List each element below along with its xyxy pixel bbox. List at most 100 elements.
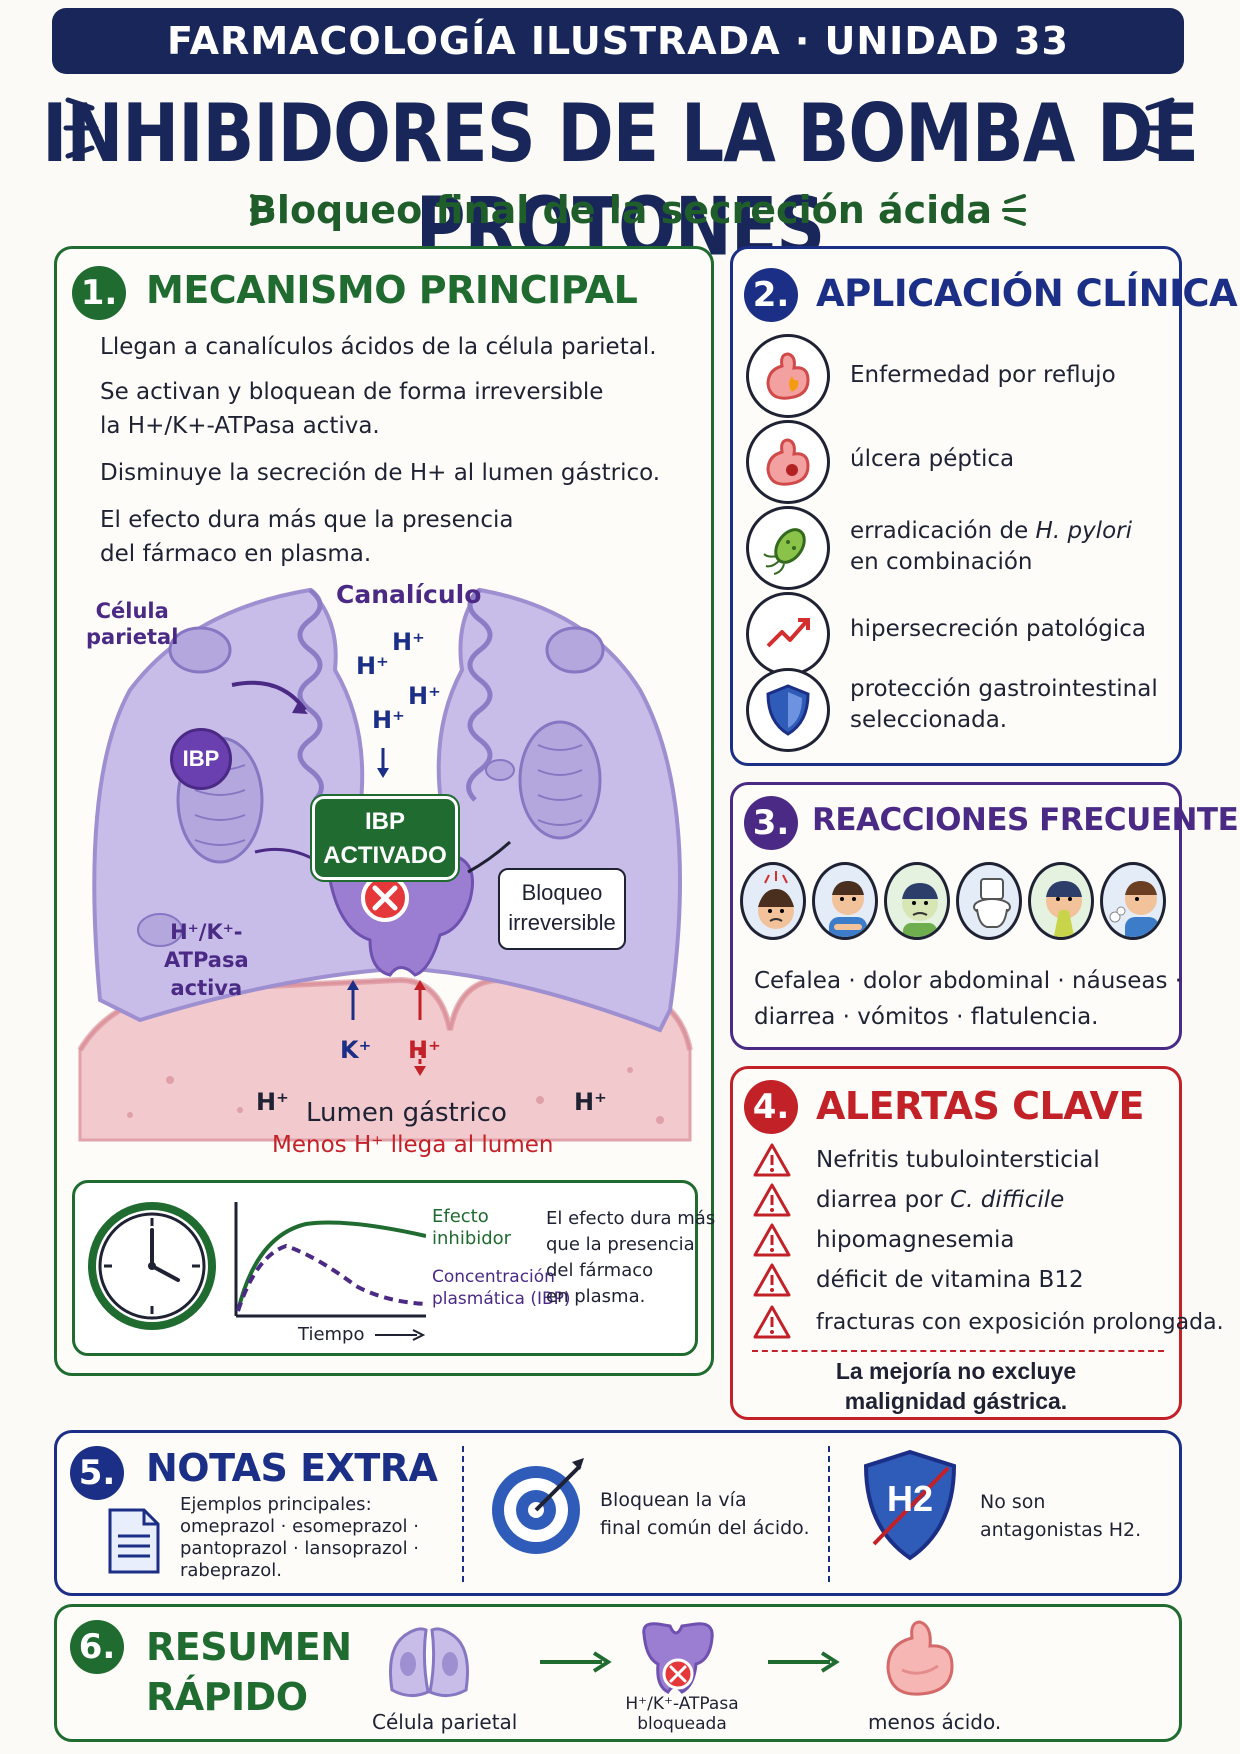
summary-step-2: H⁺/K⁺-ATPasa bloqueada — [612, 1694, 752, 1734]
ibp-activated-line-1: IBP — [364, 808, 405, 835]
mechanism-point-3: Disminuye la secreción de H+ al lumen gá… — [100, 460, 661, 486]
stomach-fire-icon — [746, 334, 830, 418]
target-text: Bloquean la vía final común del ácido. — [600, 1486, 810, 1542]
notes-divider-2 — [828, 1446, 830, 1582]
h-ion-canal-2: H⁺ — [356, 652, 389, 680]
notes-number: 5. — [70, 1446, 124, 1500]
duration-note-line-1: El efecto dura más — [546, 1208, 716, 1229]
clinical-item-4: hipersecreción patológica — [850, 616, 1147, 642]
clinical-item-3-line-2: en combinación — [850, 549, 1033, 575]
clock-icon — [88, 1202, 216, 1330]
reactions-title: REACCIONES FRECUENTES — [812, 802, 1240, 838]
shield-icon — [746, 668, 830, 752]
summary-title-line-2: RÁPIDO — [146, 1675, 308, 1719]
h2-text: No son antagonistas H2. — [980, 1488, 1141, 1544]
clinical-item-2: úlcera péptica — [850, 446, 1015, 472]
arrow-right-icon — [768, 1651, 840, 1673]
alert-text-2-italic: C. difficile — [950, 1187, 1065, 1213]
h-ion-canal-1: H⁺ — [392, 628, 425, 656]
summary-title-line-1: RESUMEN — [146, 1625, 352, 1669]
clinical-item-3: erradicación de H. pylori en combinación — [850, 516, 1132, 578]
alerts-note-line-2: malignidad gástrica. — [844, 1388, 1068, 1414]
notes-title: NOTAS EXTRA — [146, 1446, 438, 1490]
alert-row-5: fracturas con exposición prolongada. — [752, 1304, 1224, 1340]
alert-text-3: hipomagnesemia — [816, 1227, 1015, 1253]
arrow-right-icon — [374, 1328, 425, 1341]
ibp-activated-box: IBP ACTIVADO — [310, 794, 460, 882]
subtitle-right-dashes-icon — [1002, 194, 1026, 226]
mechanism-title: MECANISMO PRINCIPAL — [146, 268, 638, 312]
mechanism-number: 1. — [72, 266, 126, 320]
vomit-face-icon — [1028, 862, 1094, 940]
title-right-dashes-icon — [1141, 97, 1177, 159]
less-h-label: Menos H⁺ llega al lumen — [272, 1132, 554, 1158]
stomach-icon — [886, 1620, 954, 1696]
h2-line-1: No son — [980, 1491, 1046, 1513]
examples-line-2: omeprazol · esomeprazol · — [180, 1516, 419, 1537]
alert-row-4: déficit de vitamina B12 — [752, 1262, 1084, 1298]
pump-label: H⁺/K⁺- ATPasa activa — [164, 918, 249, 1002]
warning-icon — [753, 1183, 791, 1217]
clinical-item-5-line-2: seleccionada. — [850, 707, 1008, 733]
h-ion-lumen-left: H⁺ — [256, 1088, 289, 1116]
alerts-note-line-1: La mejoría no excluye — [835, 1358, 1077, 1384]
summary-step-2-line-1: H⁺/K⁺-ATPasa — [625, 1694, 739, 1714]
block-label-line-1: Bloqueo — [521, 880, 603, 905]
k-ion-label: K⁺ — [340, 1036, 372, 1064]
alert-text-4: déficit de vitamina B12 — [816, 1267, 1084, 1293]
effect-legend-line-1: Efecto — [432, 1206, 489, 1227]
duration-note-line-2: que la presencia — [546, 1234, 695, 1255]
target-line-1: Bloquean la vía — [600, 1489, 747, 1511]
pump-label-line-3: activa — [170, 976, 243, 1000]
alert-text-2-plain: diarrea por — [816, 1187, 951, 1213]
summary-step-3: menos ácido. — [868, 1710, 1002, 1734]
concentration-legend-line-2: plasmática (IBP) — [432, 1289, 571, 1309]
clinical-item-5: protección gastrointestinal seleccionada… — [850, 674, 1158, 736]
h2-line-2: antagonistas H2. — [980, 1519, 1142, 1541]
block-label-line-2: irreversible — [508, 910, 616, 935]
block-label-box: Bloqueo irreversible — [498, 868, 626, 950]
alert-text-1: Nefritis tubulointersticial — [816, 1147, 1100, 1173]
alerts-divider — [752, 1350, 1164, 1352]
h-ion-canal-3: H⁺ — [408, 682, 441, 710]
summary-step-1: Célula parietal — [372, 1710, 518, 1734]
duration-note: El efecto dura más que la presencia del … — [546, 1206, 715, 1310]
clinical-title: APLICACIÓN CLÍNICA — [816, 272, 1238, 315]
summary-title: RESUMEN RÁPIDO — [146, 1622, 352, 1722]
parietal-cell-mini-icon — [389, 1627, 469, 1697]
cell-label-line-1: Célula — [95, 599, 169, 623]
summary-step-2-line-2: bloqueada — [637, 1714, 727, 1734]
summary-number: 6. — [70, 1620, 124, 1674]
warning-icon — [753, 1263, 791, 1297]
alert-row-1: Nefritis tubulointersticial — [752, 1142, 1100, 1178]
nausea-face-icon — [884, 862, 950, 940]
toilet-icon — [956, 862, 1022, 940]
blocked-pump-icon — [642, 1622, 714, 1694]
unit-banner: FARMACOLOGÍA ILUSTRADA · UNIDAD 33 — [52, 8, 1184, 74]
mechanism-point-4b: del fármaco en plasma. — [100, 541, 372, 567]
reactions-line-2: diarrea · vómitos · flatulencia. — [754, 1004, 1099, 1030]
clinical-item-3-italic: H. pylori — [1035, 518, 1132, 544]
duration-note-line-3: del fármaco — [546, 1260, 654, 1281]
h-ion-out-label: H⁺ — [408, 1036, 441, 1064]
examples-line-1: Ejemplos principales: — [180, 1494, 372, 1515]
h-ion-canal-4: H⁺ — [372, 706, 405, 734]
examples-line-3: pantoprazol · lansoprazol · — [180, 1538, 420, 1559]
clinical-item-3-text: erradicación de — [850, 518, 1029, 544]
target-line-2: final común del ácido. — [600, 1517, 810, 1539]
notes-panel — [54, 1430, 1182, 1596]
duration-note-line-4: en plasma. — [546, 1286, 646, 1307]
document-icon — [108, 1508, 160, 1574]
effect-legend-line-2: inhibidor — [432, 1228, 512, 1249]
alerts-number: 4. — [744, 1080, 798, 1134]
cell-label: Célula parietal — [86, 598, 178, 650]
lumen-label: Lumen gástrico — [306, 1098, 507, 1128]
pump-label-line-1: H⁺/K⁺- — [170, 920, 243, 944]
warning-icon — [753, 1143, 791, 1177]
concentration-legend: Concentración plasmática (IBP) — [432, 1266, 571, 1310]
flatulence-face-icon — [1100, 862, 1166, 940]
clinical-item-5-line-1: protección gastrointestinal — [850, 676, 1158, 702]
warning-icon — [753, 1305, 791, 1339]
examples-text: Ejemplos principales: omeprazol · esomep… — [180, 1494, 419, 1582]
warning-icon — [753, 1223, 791, 1257]
